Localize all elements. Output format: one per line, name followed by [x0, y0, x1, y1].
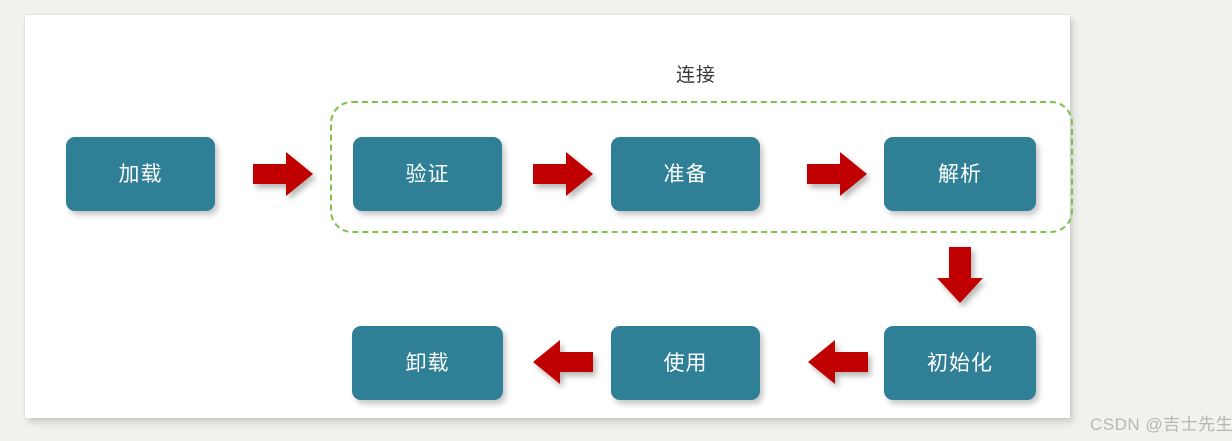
diagram-card: 连接 加载 验证 准备 解析 初始化 使用 卸载	[25, 15, 1073, 418]
node-initialize[interactable]: 初始化	[884, 326, 1036, 400]
node-verify-label: 验证	[405, 162, 450, 186]
connect-group-boundary	[330, 101, 1073, 233]
arrow-left-use-to-unload	[533, 340, 593, 384]
diagram-stage: 连接 加载 验证 准备 解析 初始化 使用 卸载	[25, 15, 1073, 418]
node-use[interactable]: 使用	[611, 326, 760, 400]
node-unload-label: 卸载	[405, 351, 450, 375]
node-verify[interactable]: 验证	[353, 137, 502, 211]
node-initialize-label: 初始化	[927, 351, 993, 375]
csdn-watermark: CSDN @吉士先生	[1090, 415, 1232, 434]
node-load-label: 加载	[118, 162, 163, 186]
arrow-left-initialize-to-use	[808, 340, 868, 384]
node-prepare[interactable]: 准备	[611, 137, 760, 211]
node-prepare-label: 准备	[663, 162, 708, 186]
arrow-right-prepare-to-resolve	[807, 152, 867, 196]
connect-group-label: 连接	[676, 65, 717, 86]
node-unload[interactable]: 卸载	[352, 326, 503, 400]
node-use-label: 使用	[663, 351, 708, 375]
node-resolve-label: 解析	[938, 162, 982, 186]
arrow-right-load-to-verify	[253, 152, 313, 196]
arrow-right-verify-to-prepare	[533, 152, 593, 196]
node-resolve[interactable]: 解析	[884, 137, 1036, 211]
node-load[interactable]: 加载	[66, 137, 215, 211]
arrow-down-resolve-to-initialize	[937, 247, 983, 303]
